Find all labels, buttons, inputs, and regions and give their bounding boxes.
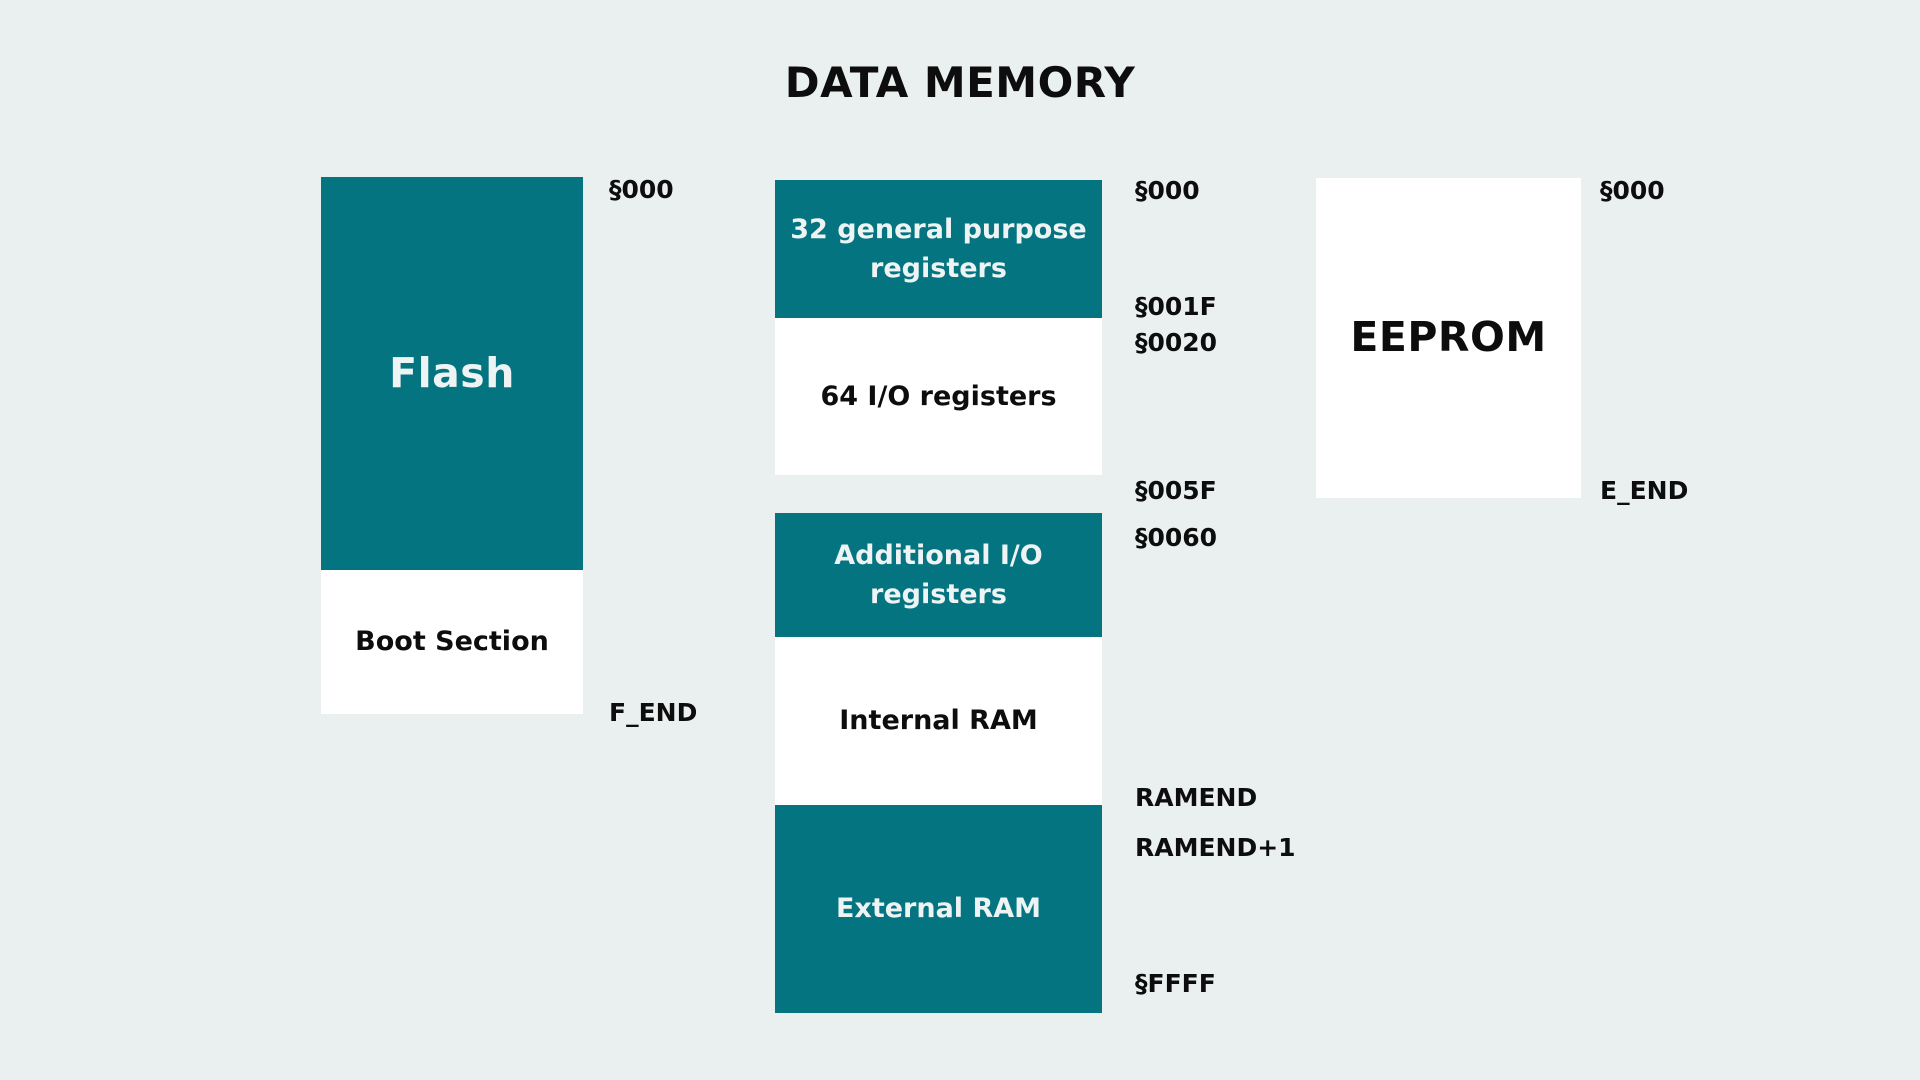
memory-block-internal-ram: Internal RAM <box>775 637 1102 805</box>
address-label-flash-end: F_END <box>609 698 698 727</box>
address-label-ramend: RAMEND <box>1135 783 1258 812</box>
memory-block-flash: Flash <box>321 177 583 570</box>
address-label-eeprom-start: §000 <box>1600 176 1665 205</box>
address-label-data-005f: §005F <box>1135 476 1217 505</box>
memory-block-io-registers: 64 I/O registers <box>775 318 1102 475</box>
address-label-flash-start: §000 <box>609 175 674 204</box>
address-label-ramend-plus-one: RAMEND+1 <box>1135 833 1296 862</box>
address-label-data-0060: §0060 <box>1135 523 1218 552</box>
memory-block-general-purpose-registers-label: 32 general purpose registers <box>790 213 1087 284</box>
address-label-eeprom-end: E_END <box>1600 476 1689 505</box>
memory-block-general-purpose-registers: 32 general purpose registers <box>775 180 1102 318</box>
memory-block-boot-section: Boot Section <box>321 570 583 714</box>
memory-block-eeprom-label: EEPROM <box>1350 313 1547 362</box>
address-label-data-000: §000 <box>1135 176 1200 205</box>
page-title: DATA MEMORY <box>784 58 1136 107</box>
memory-block-external-ram: External RAM <box>775 805 1102 1013</box>
memory-block-boot-section-label: Boot Section <box>355 626 549 658</box>
memory-block-eeprom: EEPROM <box>1316 178 1581 498</box>
memory-block-additional-io-registers-label: Additional I/O registers <box>834 539 1043 610</box>
memory-block-additional-io-registers: Additional I/O registers <box>775 513 1102 637</box>
address-label-data-001f: §001F <box>1135 292 1217 321</box>
address-label-data-0020: §0020 <box>1135 328 1218 357</box>
memory-block-flash-label: Flash <box>389 348 515 397</box>
memory-block-io-registers-label: 64 I/O registers <box>820 380 1057 412</box>
address-label-data-ffff: §FFFF <box>1135 969 1216 998</box>
memory-block-external-ram-label: External RAM <box>835 893 1042 925</box>
memory-block-internal-ram-label: Internal RAM <box>839 705 1038 737</box>
